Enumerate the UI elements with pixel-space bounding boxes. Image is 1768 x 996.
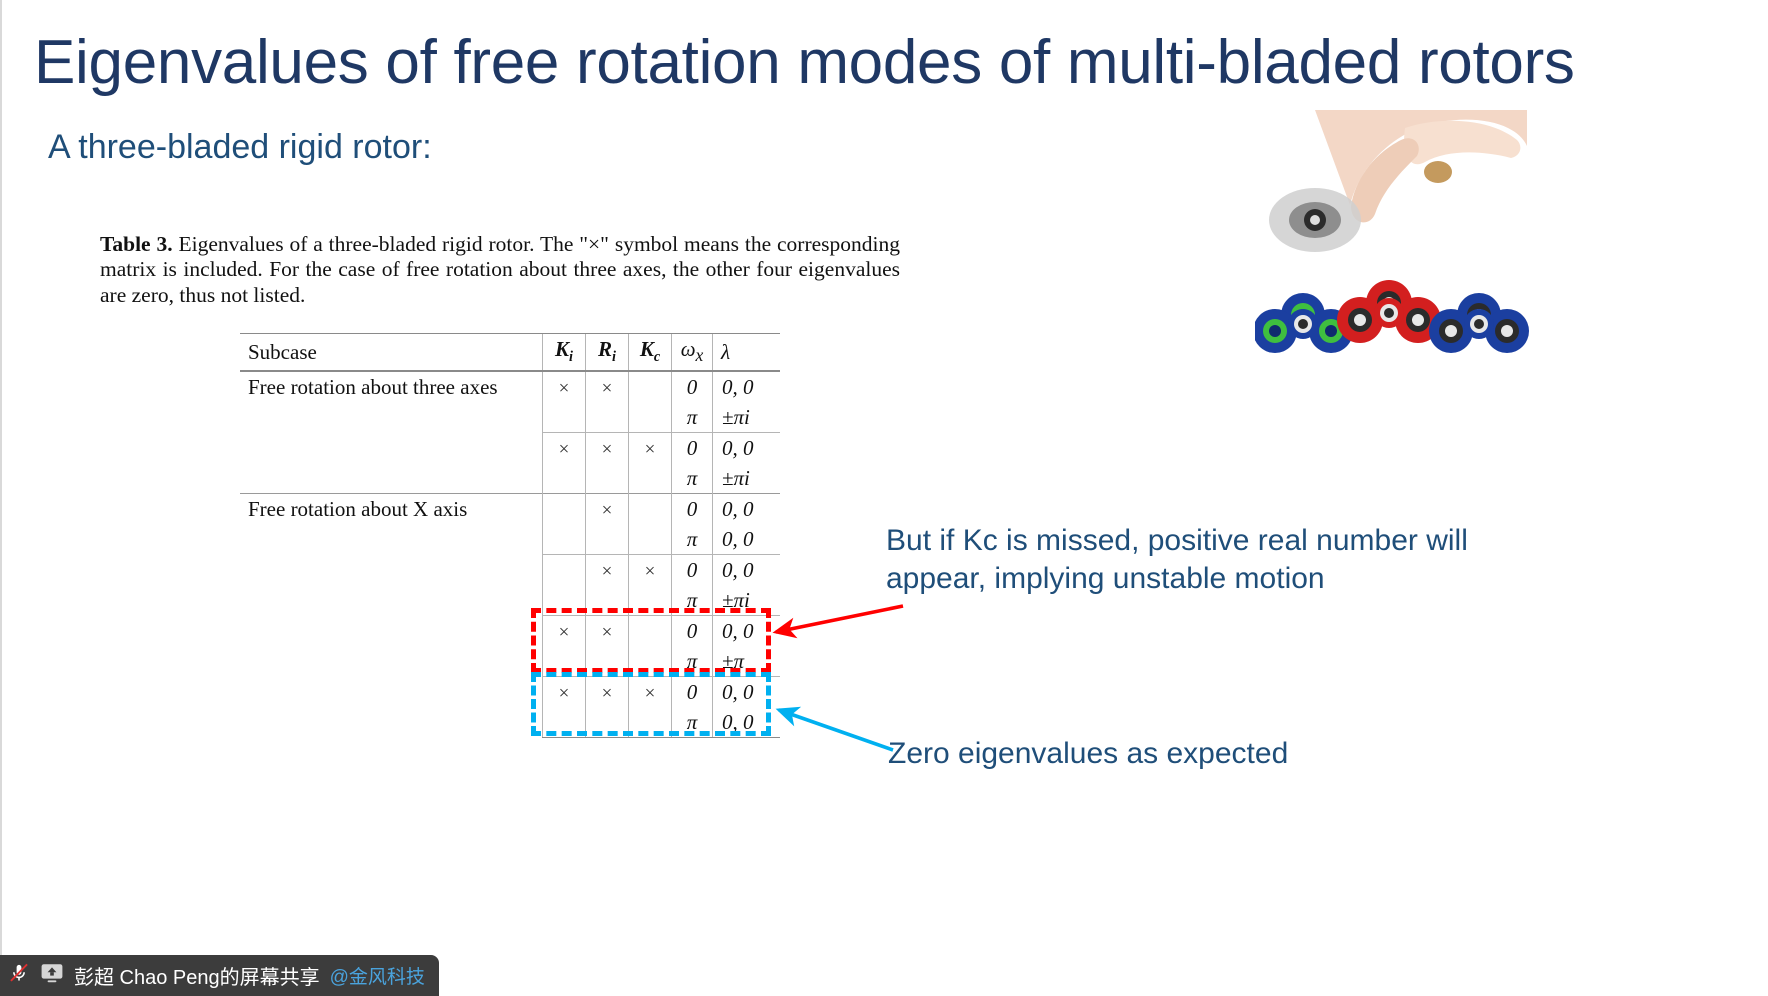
cell-ri: × (585, 615, 629, 646)
cell-ri: × (585, 493, 629, 524)
cell-ri (585, 463, 629, 494)
cell-ki (542, 463, 586, 494)
cell-lambda: 0, 0 (712, 615, 780, 646)
cell-ki (542, 707, 586, 738)
cell-lambda: 0, 0 (712, 707, 780, 738)
table-caption-text: Eigenvalues of a three-bladed rigid roto… (100, 232, 900, 307)
cell-ki: × (542, 676, 586, 707)
red-annotation-text: But if Kc is missed, positive real numbe… (886, 524, 1468, 595)
cell-lambda: 0, 0 (712, 370, 780, 402)
table-caption: Table 3. Eigenvalues of a three-bladed r… (100, 232, 900, 308)
cell-lambda: 0, 0 (712, 676, 780, 707)
cell-lambda: ±π (712, 646, 780, 677)
share-org-label: @金风科技 (329, 967, 425, 988)
header-ri: Ri (585, 333, 629, 371)
cell-omega: π (671, 707, 713, 738)
cell-ki (542, 493, 586, 524)
header-subcase: Subcase (240, 333, 543, 371)
cell-kc (628, 646, 672, 677)
subcase-label: Free rotation about three axes (240, 370, 543, 494)
header-omega: ωx (671, 333, 713, 371)
cell-omega: 0 (671, 554, 713, 585)
cell-kc (628, 463, 672, 494)
cell-ri: × (585, 676, 629, 707)
cell-kc: × (628, 676, 672, 707)
screen-share-icon[interactable] (40, 962, 64, 990)
header-kc: Kc (628, 333, 672, 371)
cell-lambda: 0, 0 (712, 554, 780, 585)
cell-ki: × (542, 615, 586, 646)
cell-omega: 0 (671, 370, 713, 402)
table-row: π±πi (240, 402, 780, 433)
cell-ri (585, 585, 629, 616)
table-caption-label: Table 3. (100, 232, 173, 256)
cell-ki (542, 554, 586, 585)
cell-kc (628, 585, 672, 616)
fidget-spinner-photo (1253, 110, 1530, 375)
cell-kc (628, 615, 672, 646)
cell-ri (585, 402, 629, 433)
cell-lambda: ±πi (712, 463, 780, 494)
cell-omega: 0 (671, 493, 713, 524)
cell-ri (585, 707, 629, 738)
cell-lambda: ±πi (712, 402, 780, 433)
page-title: Eigenvalues of free rotation modes of mu… (34, 28, 1575, 97)
cell-kc (628, 524, 672, 555)
cell-ri (585, 646, 629, 677)
screen-share-bar[interactable]: 彭超 Chao Peng的屏幕共享 @金风科技 (0, 955, 439, 996)
cell-ri (585, 524, 629, 555)
header-lambda: λ (712, 333, 780, 371)
cell-kc (628, 402, 672, 433)
cell-lambda: 0, 0 (712, 524, 780, 555)
cell-kc (628, 707, 672, 738)
table-row: π±πi (240, 463, 780, 494)
cell-lambda: 0, 0 (712, 432, 780, 463)
share-owner-label: 彭超 Chao Peng的屏幕共享 (74, 967, 320, 989)
cell-omega: π (671, 585, 713, 616)
cell-omega: π (671, 646, 713, 677)
cell-ki (542, 646, 586, 677)
cell-kc (628, 370, 672, 402)
cell-kc: × (628, 432, 672, 463)
cell-omega: 0 (671, 615, 713, 646)
subcase-label: Free rotation about X axis (240, 493, 543, 738)
slide-subtitle: A three-bladed rigid rotor: (48, 128, 432, 166)
cell-ri: × (585, 370, 629, 402)
cell-kc (628, 493, 672, 524)
cell-omega: π (671, 402, 713, 433)
cell-ki (542, 524, 586, 555)
cell-omega: 0 (671, 676, 713, 707)
cell-lambda: ±πi (712, 585, 780, 616)
cell-omega: π (671, 463, 713, 494)
cell-ki: × (542, 432, 586, 463)
blue-annotation-text: Zero eigenvalues as expected (888, 737, 1289, 770)
cell-ki (542, 402, 586, 433)
mic-muted-icon[interactable] (8, 962, 30, 990)
red-arrow (772, 604, 904, 639)
cell-ri: × (585, 554, 629, 585)
cell-ri: × (585, 432, 629, 463)
cell-omega: π (671, 524, 713, 555)
blue-arrow (775, 706, 894, 752)
cell-ki (542, 585, 586, 616)
cell-kc: × (628, 554, 672, 585)
cell-omega: 0 (671, 432, 713, 463)
header-ki: Ki (542, 333, 586, 371)
cell-lambda: 0, 0 (712, 493, 780, 524)
cell-ki: × (542, 370, 586, 402)
